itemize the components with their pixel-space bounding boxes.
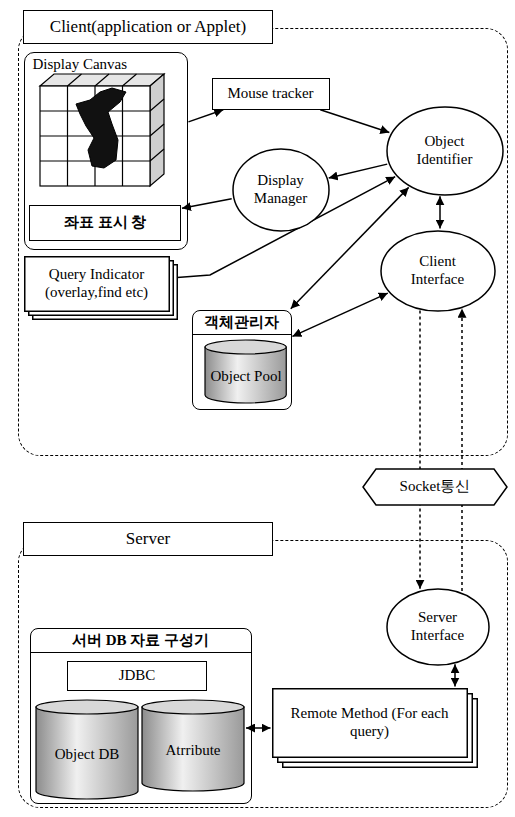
connector-arrow (329, 164, 388, 178)
label-holder: 좌표 표시 창 (30, 206, 180, 240)
stacked-box: Remote Method (For each query) (272, 688, 468, 758)
cylinder-body (36, 707, 138, 799)
socket-hexagon: Socket통신 (362, 468, 508, 506)
cylinder-top (142, 700, 244, 714)
label-holder: Remote Method (For each query) (272, 688, 468, 758)
database-cylinder: Object DB (35, 699, 139, 799)
ellipse-shape (387, 589, 489, 665)
sheet-shape (24, 256, 169, 311)
node-label: Client(application or Applet) (38, 17, 258, 37)
cylinder-top (36, 700, 138, 714)
ellipse-shape (381, 231, 495, 311)
connector-arrow (439, 196, 441, 228)
node-label: Remote Method (For each query) (282, 705, 458, 740)
label-holder: Display Manager (232, 148, 330, 232)
label-holder: Display Canvas (25, 53, 187, 76)
node-label: JDBC (119, 667, 156, 684)
client-region: 좌표 표시 창 Display CanvasMouse trackerDispla… (18, 28, 508, 456)
node-label: Display Canvas (33, 56, 179, 73)
label-holder: Server (23, 522, 273, 556)
label-holder: 객체관리자 (193, 311, 291, 335)
connector-arrow (292, 293, 387, 336)
node-label: Client Interface (396, 253, 480, 288)
coordinate-window: 좌표 표시 창 (29, 205, 181, 241)
label-holder: Object Identifier (386, 106, 504, 196)
stacked-box: Query Indicator (overlay,find etc) (24, 256, 170, 312)
connector-arrow (419, 311, 421, 589)
label-holder: Query Indicator (overlay,find etc) (24, 256, 170, 312)
database-cylinder: Object Pool (204, 339, 287, 403)
node-label: Mouse tracker (227, 85, 313, 102)
label-holder: Socket통신 (362, 468, 508, 506)
server-region: Server InterfaceJDBC Object DB Atrribute 서버… (18, 540, 508, 808)
label-holder: Client Interface (380, 230, 496, 312)
cylinder-top (205, 340, 286, 354)
connector-arrow (188, 110, 223, 122)
label-holder: JDBC (68, 662, 206, 690)
label-holder: Object Pool (204, 339, 287, 403)
node-label: Socket통신 (400, 478, 471, 495)
process-box: Mouse tracker (212, 78, 330, 110)
sheet-shape (272, 688, 467, 757)
map-grid (40, 74, 164, 186)
label-holder: Mouse tracker (213, 79, 329, 109)
node-label: Object Pool (210, 368, 281, 385)
connector-arrow (182, 199, 232, 208)
db-builder-box: JDBC Object DB Atrribute 서버 DB 자료 구성기 (30, 628, 252, 804)
node-label: Query Indicator (overlay,find etc) (34, 266, 160, 301)
connector-arrow (454, 664, 456, 686)
display-canvas: 좌표 표시 창 Display Canvas (24, 52, 188, 250)
node-label: Display Manager (245, 172, 316, 207)
connector-arrow (461, 309, 463, 591)
node-label: Server Interface (400, 609, 475, 644)
node-label: Object DB (55, 746, 120, 763)
connector-arrow (246, 727, 271, 729)
hexagon-shape (363, 469, 507, 505)
peninsula-shape (76, 88, 126, 168)
process-ellipse: Object Identifier (386, 106, 504, 196)
label-holder: Atrribute (141, 699, 245, 791)
database-cylinder: Atrribute (141, 699, 245, 791)
process-ellipse: Server Interface (386, 588, 490, 666)
process-ellipse: Client Interface (380, 230, 496, 312)
cylinder-body (142, 707, 244, 791)
process-ellipse: Display Manager (232, 148, 330, 232)
process-box: JDBC (67, 661, 207, 691)
node-label: 객체관리자 (199, 314, 285, 331)
node-label: Atrribute (166, 742, 221, 759)
ellipse-shape (387, 107, 503, 195)
label-holder: Object DB (35, 699, 139, 799)
manager-box: Object Pool 객체관리자 (192, 310, 292, 410)
label-holder: Server Interface (386, 588, 490, 666)
node-label: 좌표 표시 창 (64, 214, 147, 231)
node-label: Server (38, 529, 258, 549)
ellipse-shape (233, 149, 329, 231)
label-holder: Client(application or Applet) (23, 10, 273, 44)
grid-lines (40, 74, 164, 186)
node-label: Object Identifier (402, 133, 487, 168)
cylinder-body (205, 347, 286, 403)
node-label: 서버 DB 자료 구성기 (37, 632, 245, 649)
label-holder: 서버 DB 자료 구성기 (31, 629, 251, 653)
connector-arrow (320, 110, 389, 133)
